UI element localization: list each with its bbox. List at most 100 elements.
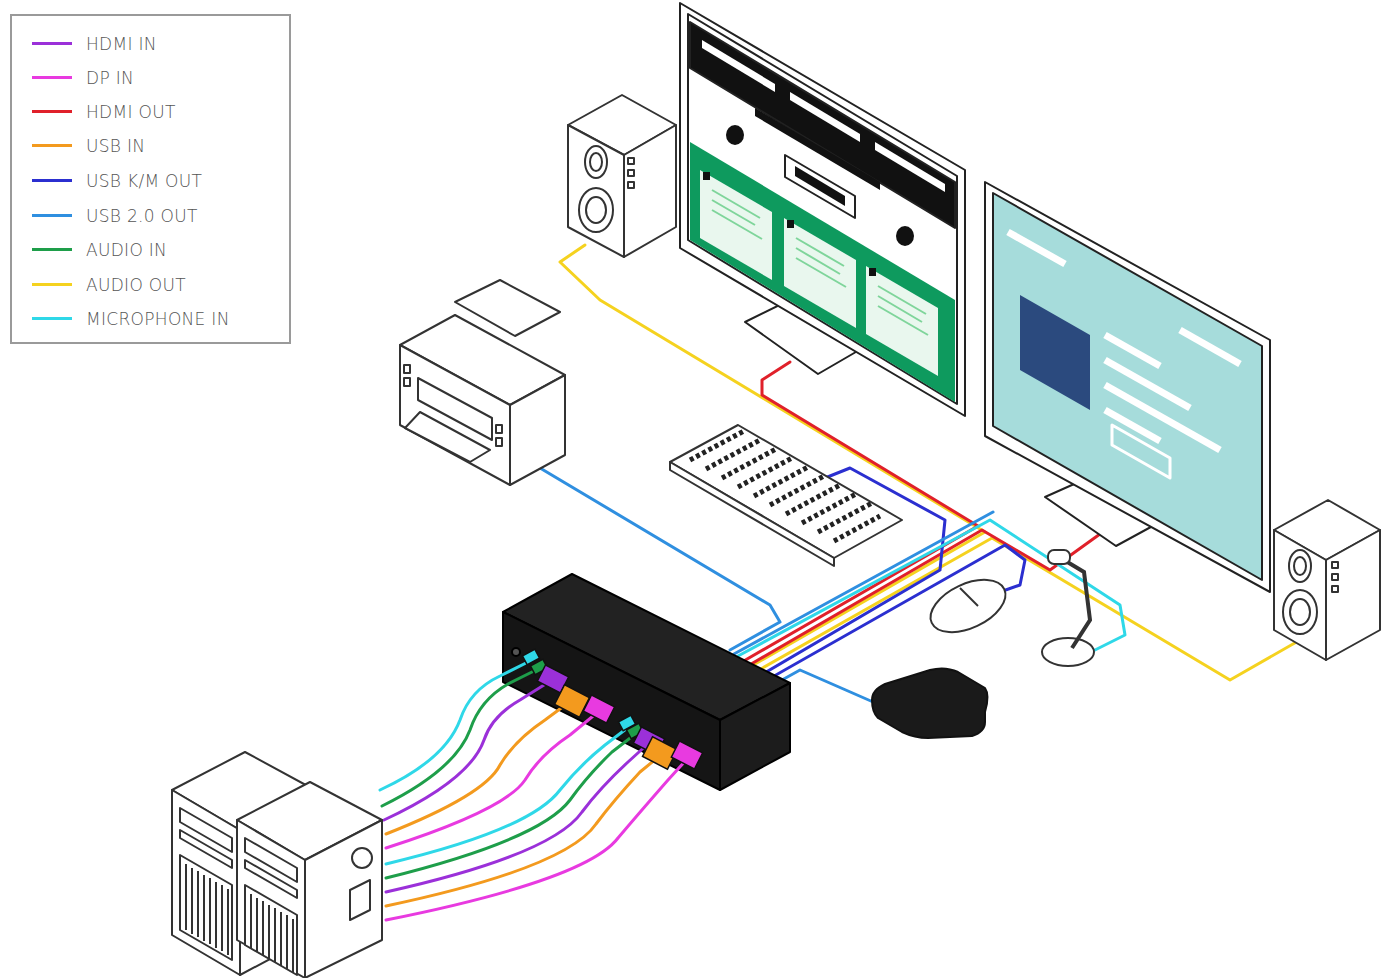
keyboard-part-part: [818, 503, 872, 532]
legend-entry: AUDIO IN: [12, 238, 291, 262]
speaker: [1274, 500, 1380, 660]
legend-entry: USB IN: [12, 134, 291, 158]
speaker-part: [1326, 530, 1380, 660]
monitor-part-part: [1105, 360, 1190, 408]
monitor-part: [680, 3, 965, 416]
monitor-part: [896, 226, 914, 246]
speaker-part: [585, 146, 607, 178]
mouse: [922, 569, 1013, 643]
pc-tower-part-part: [268, 905, 270, 959]
microphone-part: [1048, 550, 1070, 564]
pc-tower-part-part: [215, 882, 217, 948]
legend-entry: HDMI OUT: [12, 100, 291, 124]
pc-tower-part: [350, 880, 370, 920]
speaker-part: [586, 197, 606, 223]
pc-tower-part-part: [197, 871, 199, 937]
legend-swatch: [32, 42, 72, 45]
pc-tower-part-part: [256, 898, 258, 952]
printer-part: [510, 375, 565, 485]
monitor-part-part: [712, 200, 755, 225]
pc-cables-part: [386, 758, 688, 920]
monitor-part: [688, 14, 957, 404]
legend-swatch: [32, 179, 72, 182]
legend-text: USB 2.0 OUT: [86, 204, 198, 228]
legend-entry: AUDIO OUT: [12, 273, 291, 297]
monitor-part-part: [878, 306, 928, 335]
usb-device-part: [872, 668, 988, 738]
keyboard-part-part: [754, 467, 808, 496]
speaker-part: [1294, 557, 1306, 575]
microphone-part: [1042, 638, 1094, 666]
monitor-part: [795, 166, 845, 206]
legend-text: USB K/M OUT: [86, 169, 202, 193]
pc-tower-part: [172, 790, 240, 975]
pc-tower-part: [245, 885, 297, 975]
legend-swatch: [32, 317, 72, 320]
legend-entry: HDMI IN: [12, 32, 291, 56]
monitor-part: [993, 193, 1262, 580]
speaker-part: [628, 170, 634, 176]
legend-entry: USB 2.0 OUT: [12, 204, 291, 228]
monitor-part: [726, 125, 744, 145]
usb-device: [872, 668, 988, 738]
pc-tower-part-part: [227, 889, 229, 955]
printer: [400, 280, 565, 485]
printer-part: [400, 345, 510, 485]
keyboard-part-part: [770, 476, 824, 505]
legend-swatch: [32, 214, 72, 217]
monitor-part: [700, 170, 772, 280]
connector-part: [583, 695, 614, 723]
speaker-part: [1289, 550, 1311, 582]
monitor-part: [702, 40, 775, 92]
printer-part: [496, 425, 502, 433]
legend-text: AUDIO OUT: [86, 273, 186, 297]
monitor-part-part: [712, 210, 762, 239]
monitor-part: [875, 142, 945, 192]
monitor-part: [1112, 425, 1170, 478]
speaker: [568, 95, 676, 257]
pc-tower-part-part: [250, 894, 252, 948]
legend-text: MICROPHONE IN: [86, 307, 230, 331]
speaker-part: [590, 153, 602, 171]
monitor: [680, 3, 965, 416]
pc-tower-part: [251, 894, 293, 973]
pc-cables-part: [386, 726, 630, 864]
legend-text: DP IN: [86, 66, 134, 90]
pc-tower-part-part: [191, 868, 193, 934]
pc-tower-part: [305, 820, 382, 978]
kvm-switch-part: [512, 648, 520, 656]
keyboard-part-part: [834, 516, 880, 541]
pc-tower-part-part: [286, 915, 288, 969]
pc-tower-part-part: [203, 875, 205, 941]
pc-tower-part-part: [280, 912, 282, 966]
monitor-part-part: [1180, 330, 1240, 364]
pc-tower-part: [352, 848, 372, 868]
monitor-part-part: [796, 258, 846, 287]
connector-part: [671, 741, 702, 769]
monitor-part: [869, 268, 876, 276]
pc-tower-part-part: [209, 878, 211, 944]
keyboard-part-part: [738, 458, 792, 487]
monitor-part-part: [1008, 232, 1065, 264]
legend-swatch: [32, 248, 72, 251]
printer-part: [496, 438, 502, 446]
keyboard-part-part: [722, 449, 776, 478]
pc-tower-part-part: [185, 864, 187, 930]
monitor-part: [690, 142, 955, 402]
pc-tower-part: [237, 820, 305, 978]
keyboard-part-part: [802, 494, 856, 523]
speaker-part: [628, 182, 634, 188]
legend-text: HDMI OUT: [86, 100, 176, 124]
pc-tower-part-part: [262, 901, 264, 955]
legend-box: HDMI IN DP IN HDMI OUT USB IN USB K/M OUT USB…: [10, 14, 291, 344]
speaker-part: [628, 158, 634, 164]
kvm-switch-part: [720, 683, 790, 790]
monitor-part: [1020, 295, 1090, 410]
connector-part: [643, 737, 678, 769]
speaker-part: [1274, 530, 1326, 660]
keyboard-part: [690, 431, 880, 541]
speaker-part: [1332, 562, 1338, 568]
speaker-part: [1332, 586, 1338, 592]
legend-text: HDMI IN: [86, 32, 157, 56]
printer-part: [404, 378, 410, 386]
